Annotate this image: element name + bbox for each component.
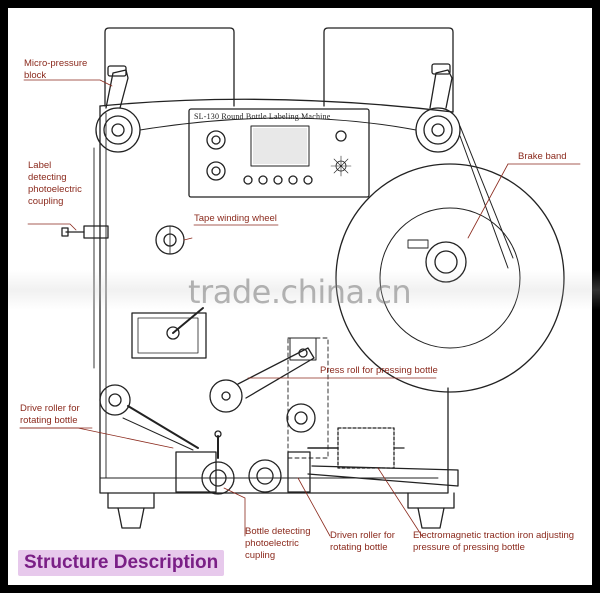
tape-winding-wheel [155, 225, 185, 255]
left-foot [107, 492, 155, 509]
label-detecting-sensor [61, 225, 109, 239]
label-tape-winding-wheel: Tape winding wheel [194, 213, 277, 224]
leader-lines [19, 79, 581, 537]
drive-roller [99, 384, 199, 451]
watermark: trade.china.cn [188, 273, 412, 311]
mid-left-block [131, 307, 207, 359]
label-bottle-detecting: Bottle detecting photoelectric cupling [245, 526, 311, 561]
panel-title: SL-130 Round Bottle Labeling Machine [194, 112, 331, 121]
diagram-canvas: trade.china.cn SL-130 Round Bottle Label… [8, 8, 600, 585]
label-detecting-coupling: Label detecting photoelectric coupling [28, 160, 82, 207]
label-drive-roller: Drive roller for rotating bottle [20, 403, 80, 426]
label-driven-roller: Driven roller for rotating bottle [330, 530, 395, 553]
top-left-roller [95, 65, 141, 153]
machine-drawing [19, 27, 581, 537]
electromagnetic-iron [307, 427, 459, 487]
label-electromagnetic-iron: Electromagnetic traction iron adjusting … [413, 530, 575, 553]
left-top-housing [104, 27, 235, 107]
lower-mechanism [175, 430, 311, 495]
label-micro-pressure-block: Micro-pressure block [24, 58, 88, 81]
control-panel [188, 108, 370, 198]
structure-description-caption: Structure Description [18, 550, 225, 576]
label-brake-band: Brake band [518, 151, 567, 162]
press-roll-assembly [209, 337, 317, 413]
label-reel [335, 163, 565, 393]
right-top-housing [323, 27, 454, 113]
label-press-roll: Press roll for pressing bottle [320, 365, 438, 376]
watermark-band [8, 270, 600, 310]
right-foot [407, 492, 455, 509]
